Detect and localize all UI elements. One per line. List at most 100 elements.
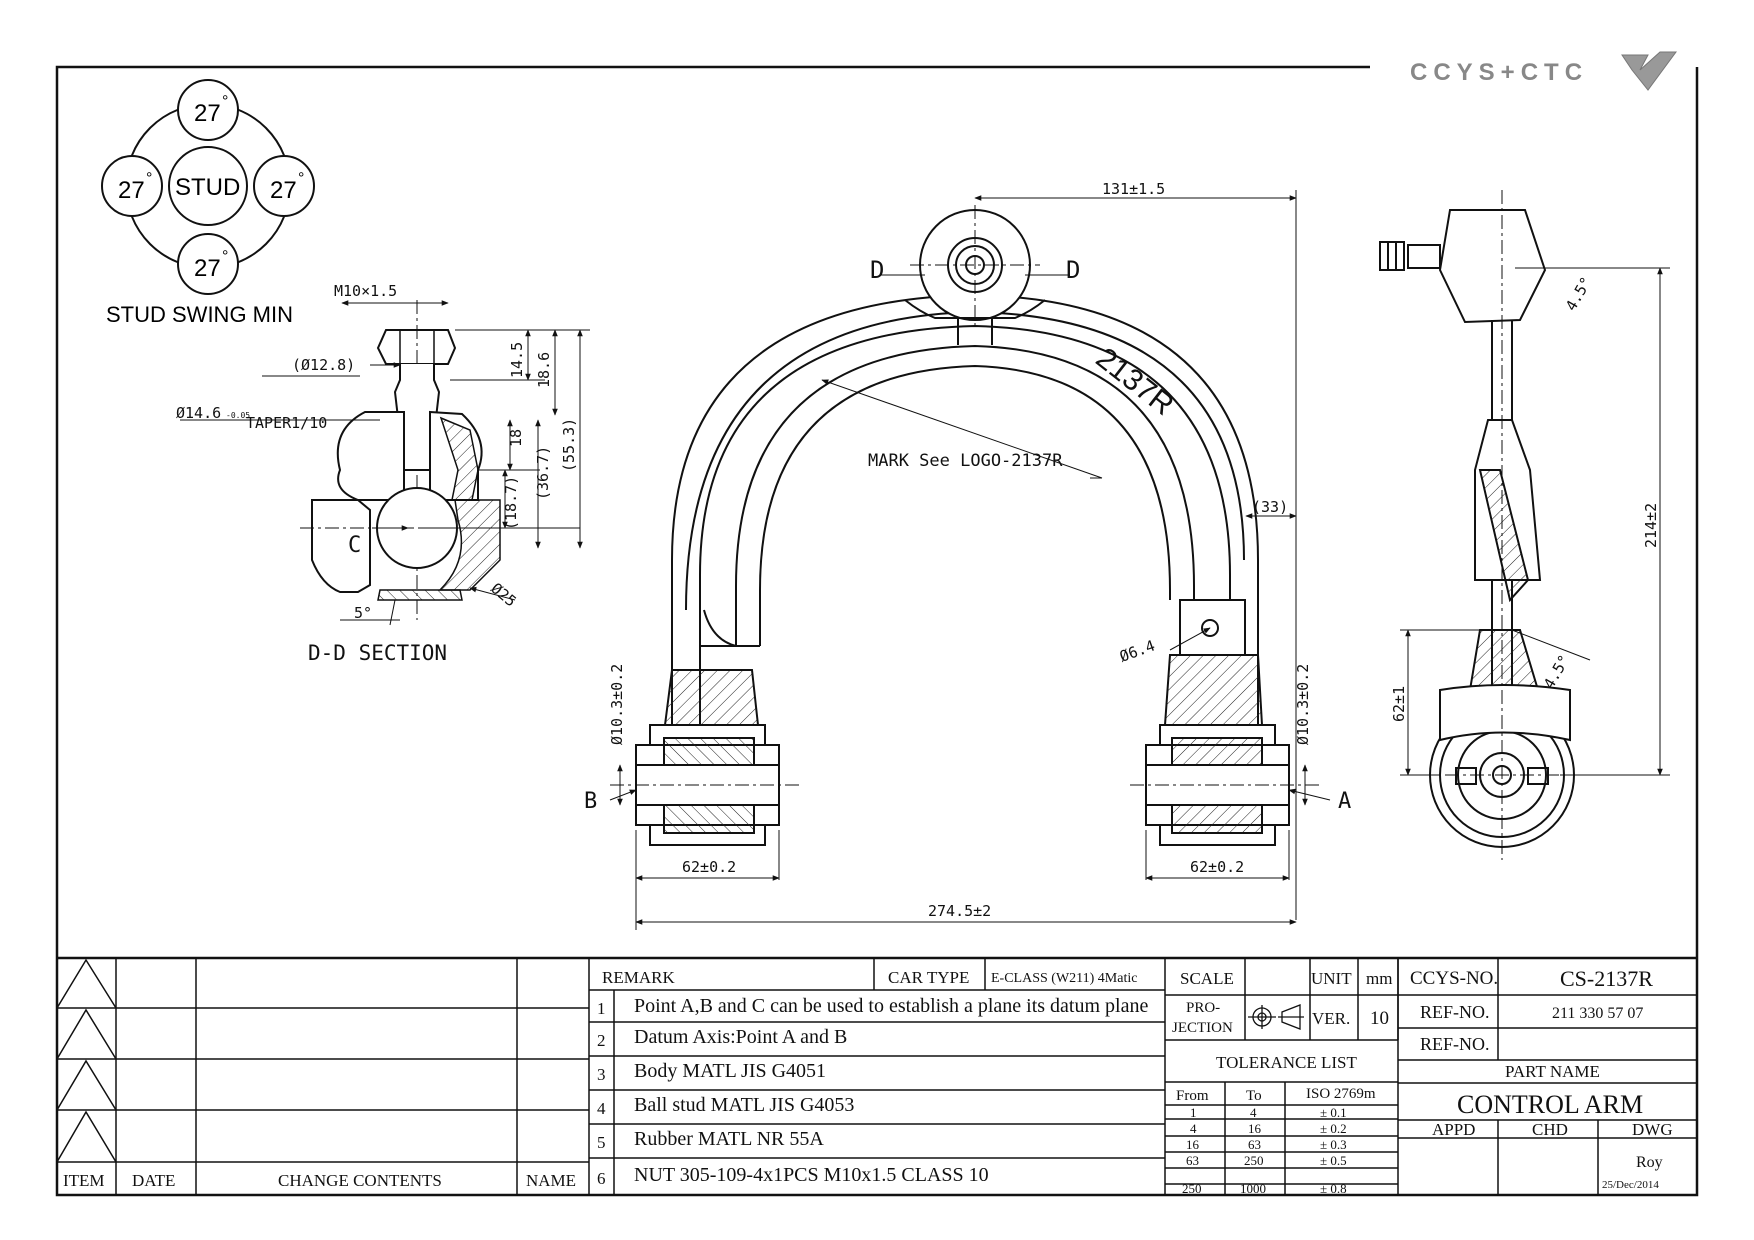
tol-to-1: 4 <box>1250 1105 1257 1120</box>
left-mount-web <box>663 669 760 726</box>
section-taper-tol: -0.05 <box>226 411 250 420</box>
section-taper: Ø14.6 <box>176 404 221 422</box>
remark-text-5: Rubber MATL NR 55A <box>634 1128 824 1150</box>
tolerance-title: TOLERANCE LIST <box>1216 1053 1357 1072</box>
projection-label-2: JECTION <box>1172 1020 1233 1036</box>
dim-33: (33) <box>1252 498 1288 516</box>
dwg-label: DWG <box>1632 1120 1673 1139</box>
dim-103-left: Ø10.3±0.2 <box>608 664 626 745</box>
remark-text-6: NUT 305-109-4x1PCS M10x1.5 CLASS 10 <box>634 1164 989 1186</box>
right-mount-web <box>1163 654 1264 726</box>
dim-62-left: 62±0.2 <box>682 858 736 876</box>
left-bushing <box>610 724 800 846</box>
appd-label: APPD <box>1432 1120 1475 1139</box>
tol-from-header: From <box>1176 1088 1209 1104</box>
remark-no-1: 1 <box>597 999 606 1018</box>
swing-degree-bottom: ° <box>222 248 228 265</box>
logo-text: CCYS+CTC <box>1410 59 1588 86</box>
housing-body <box>311 499 371 593</box>
title-block-grid <box>56 956 1697 1195</box>
side-dim-62: 62±1 <box>1390 686 1408 722</box>
tol-iso-header: ISO 2769m <box>1306 1086 1376 1102</box>
stud-shank <box>393 364 441 471</box>
company-logo: CCYS+CTC <box>1410 51 1677 91</box>
revision-headers: ITEM DATE CHANGE CONTENTS NAME <box>63 1171 576 1190</box>
tol-to-5: 1000 <box>1240 1181 1266 1196</box>
remark-text-3: Body MATL JIS G4051 <box>634 1060 826 1082</box>
section-dia-128: (Ø12.8) <box>292 356 355 374</box>
remark-title: REMARK <box>602 968 675 987</box>
dim-62-right: 62±0.2 <box>1190 858 1244 876</box>
right-bushing <box>1130 724 1320 846</box>
logo-emblem <box>1621 51 1677 91</box>
arm-inner-band <box>735 344 1195 646</box>
rev-item-header: ITEM <box>63 1171 105 1190</box>
tol-value-3: ± 0.3 <box>1320 1137 1347 1152</box>
drain-hole <box>1201 619 1219 637</box>
side-ball-head <box>1438 209 1547 324</box>
front-view <box>609 190 1331 930</box>
car-type-label: CAR TYPE <box>888 968 969 987</box>
section-dim-25: Ø25 <box>487 579 519 610</box>
point-a: A <box>1338 789 1351 814</box>
unit-label: UNIT <box>1311 969 1352 988</box>
tol-value-5: ± 0.8 <box>1320 1181 1347 1196</box>
chd-label: CHD <box>1532 1120 1568 1139</box>
section-dim-186: 18.6 <box>535 352 553 388</box>
side-angle-45-bottom: 4.5° <box>1540 652 1574 692</box>
swing-top-circle <box>177 79 239 141</box>
remark-block: REMARK CAR TYPE E-CLASS (W211) 4Matic 1 … <box>597 968 1148 1188</box>
projection-symbol-icon <box>1248 1004 1304 1030</box>
side-view <box>1379 190 1670 860</box>
rev-name-header: NAME <box>526 1171 576 1190</box>
drawing-border <box>55 65 1699 1197</box>
section-angle-5: 5° <box>354 604 372 622</box>
remark-no-2: 2 <box>597 1031 606 1050</box>
tol-to-2: 16 <box>1248 1121 1262 1136</box>
dim-103-right: Ø10.3±0.2 <box>1294 664 1312 745</box>
nut-outline <box>376 329 457 365</box>
tol-to-3: 63 <box>1248 1137 1261 1152</box>
dd-section-labels: M10×1.5 (Ø12.8) Ø14.6 -0.05 TAPER1/10 14… <box>176 282 578 665</box>
dwg-date: 25/Dec/2014 <box>1602 1179 1659 1191</box>
swing-degree-top: ° <box>222 93 228 110</box>
remark-no-3: 3 <box>597 1065 606 1084</box>
spec-block: SCALE UNIT mm PRO- JECTION VER. 10 TOLER… <box>1172 969 1392 1196</box>
dim-2745: 274.5±2 <box>928 902 991 920</box>
tol-value-1: ± 0.1 <box>1320 1105 1347 1120</box>
rev-date-header: DATE <box>132 1171 175 1190</box>
remark-text-4: Ball stud MATL JIS G4053 <box>634 1094 854 1116</box>
rubber-boot <box>336 411 405 501</box>
section-dim-145: 14.5 <box>508 342 526 378</box>
side-dim-214: 214±2 <box>1642 503 1660 548</box>
tol-value-2: ± 0.2 <box>1320 1121 1347 1136</box>
swing-degree-left: ° <box>146 170 152 187</box>
remark-no-5: 5 <box>597 1133 606 1152</box>
ver-label: VER. <box>1312 1009 1350 1028</box>
ref-no2-label: REF-NO. <box>1420 1034 1490 1054</box>
remark-no-6: 6 <box>597 1169 606 1188</box>
ver-value: 10 <box>1370 1008 1389 1029</box>
swing-angle-top: 27 <box>194 100 221 127</box>
tol-from-1: 1 <box>1190 1105 1197 1120</box>
rev-contents-header: CHANGE CONTENTS <box>278 1171 442 1190</box>
swing-right-circle <box>253 155 315 217</box>
tol-from-5: 250 <box>1182 1181 1202 1196</box>
ref-no-value: 211 330 57 07 <box>1552 1005 1643 1022</box>
dim-64: Ø6.4 <box>1117 636 1157 665</box>
section-title: D-D SECTION <box>308 641 447 665</box>
unit-value: mm <box>1366 969 1392 988</box>
tol-to-4: 250 <box>1244 1153 1264 1168</box>
remark-text-1: Point A,B and C can be used to establish… <box>634 995 1148 1017</box>
side-angle-45-top: 4.5° <box>1562 274 1596 314</box>
projection-label-1: PRO- <box>1186 1000 1220 1016</box>
tol-from-3: 16 <box>1186 1137 1200 1152</box>
section-dim-553: (55.3) <box>560 418 578 472</box>
tol-to-header: To <box>1246 1088 1262 1104</box>
section-dim-187: (18.7) <box>502 476 520 530</box>
swing-angle-left: 27 <box>118 177 145 204</box>
part-block: CCYS-NO. CS-2137R REF-NO. 211 330 57 07 … <box>1410 966 1673 1191</box>
swing-center-label: STUD <box>175 174 240 201</box>
swing-degree-right: ° <box>298 170 304 187</box>
